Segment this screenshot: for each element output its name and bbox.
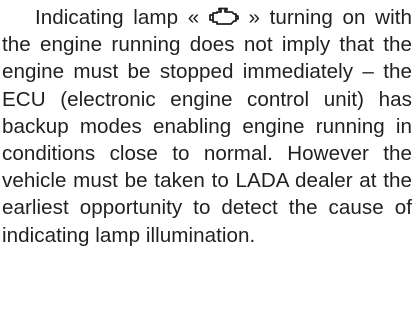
paragraph-text-start: Indicating lamp « [35, 6, 209, 29]
body-paragraph: Indicating lamp « » turning on with the … [2, 4, 412, 249]
document-page: Indicating lamp « » turning on with the … [2, 4, 412, 322]
check-engine-icon [208, 6, 239, 26]
paragraph-text-end: » turning on with the engine running doe… [2, 6, 412, 247]
